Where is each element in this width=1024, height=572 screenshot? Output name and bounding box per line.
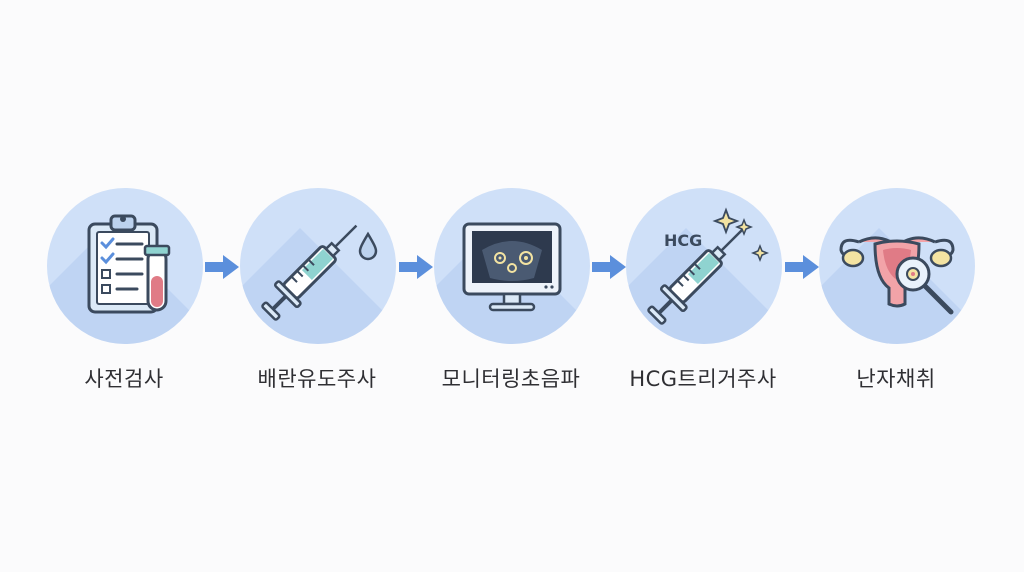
- step-monitoring-ultrasound: 모니터링초음파: [416, 188, 606, 398]
- step-label: 사전검사: [84, 367, 164, 391]
- uterus-magnifier-icon: [839, 236, 955, 315]
- ultrasound-monitor-icon: [462, 222, 562, 312]
- step-circle: [47, 188, 203, 344]
- step-circle: [240, 188, 396, 344]
- step-ovulation-induction: 배란유도주사: [222, 188, 412, 398]
- hcg-syringe-icon: HCG: [647, 207, 770, 325]
- clipboard-test-tube-icon: [87, 214, 171, 314]
- step-circle: [434, 188, 590, 344]
- step-label: 난자채취: [856, 367, 936, 391]
- arrow-right-icon: [592, 255, 626, 279]
- arrow-right-icon: [785, 255, 819, 279]
- step-circle: HCG: [626, 188, 782, 344]
- step-circle: [819, 188, 975, 344]
- step-egg-retrieval: 난자채취: [801, 188, 991, 398]
- arrow-right-icon: [399, 255, 433, 279]
- arrow-right-icon: [205, 255, 239, 279]
- step-label: HCG트리거주사: [629, 367, 777, 391]
- hcg-text: HCG: [664, 231, 702, 250]
- step-label: 모니터링초음파: [441, 367, 581, 391]
- step-pre-examination: 사전검사: [29, 188, 219, 398]
- syringe-drop-icon: [261, 224, 378, 321]
- step-hcg-trigger: HCG HCG트리거주사: [608, 188, 798, 398]
- step-label: 배란유도주사: [257, 367, 377, 391]
